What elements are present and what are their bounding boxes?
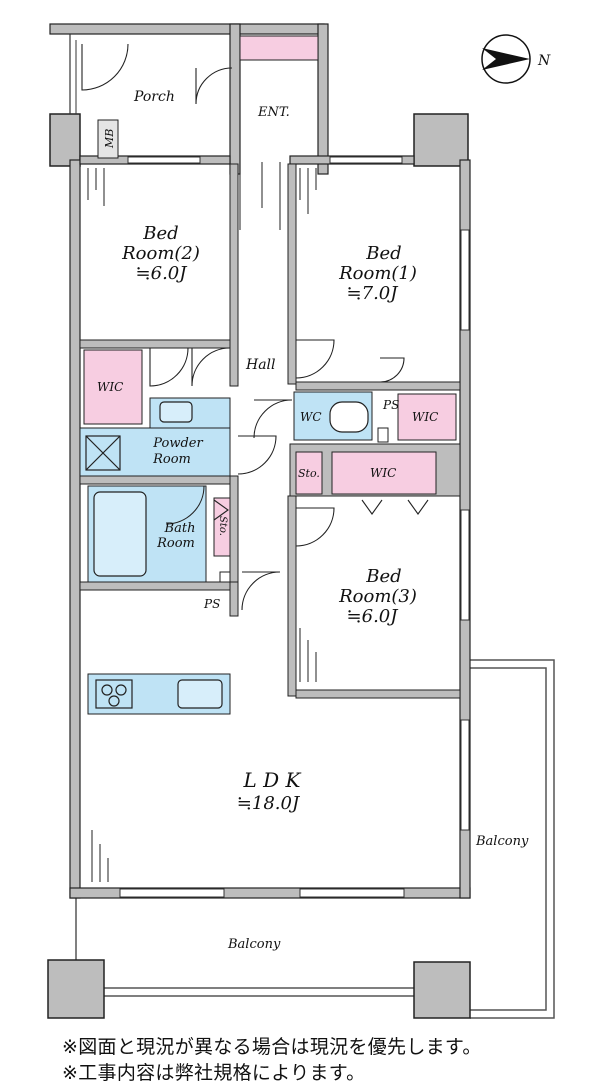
closet-marks	[87, 162, 317, 882]
bed1-size: ≒7.0J	[347, 283, 400, 304]
sto-upper-label: Sto.	[298, 467, 320, 480]
balcony-railing	[75, 659, 555, 1019]
door-swings	[81, 43, 429, 611]
wic-left-label: WIC	[97, 380, 123, 394]
bed1-line1: Bed	[365, 243, 401, 264]
note-line-2: ※工事内容は弊社規格によります。	[62, 1062, 366, 1084]
column-bottom-right	[413, 961, 471, 1019]
wc-label: WC	[300, 410, 322, 424]
porch-walls	[49, 23, 329, 175]
column-bottom-left	[47, 959, 105, 1019]
bed2-size: ≒6.0J	[136, 263, 189, 284]
bed2-line1: Bed	[142, 223, 178, 244]
bed3-line2: Room(3)	[338, 586, 417, 607]
storage-zones	[83, 35, 457, 557]
fixtures	[85, 401, 369, 709]
pipe-space-upper	[377, 427, 389, 443]
bath-line1: Bath	[164, 521, 196, 536]
bed2-line2: Room(2)	[121, 243, 200, 264]
meter-box	[97, 119, 119, 159]
column-top-right	[413, 113, 469, 167]
water-zones	[79, 391, 373, 715]
balcony-side-label: Balcony	[475, 834, 529, 849]
bed3-size: ≒6.0J	[347, 606, 400, 627]
ldk-size: ≒18.0J	[237, 793, 301, 814]
column-top-left	[49, 113, 81, 167]
entrance-label: ENT.	[257, 105, 290, 120]
porch-label: Porch	[133, 89, 175, 105]
hall-label: Hall	[245, 357, 276, 373]
compass-icon	[481, 34, 531, 84]
sto-lower-label: Sto.	[217, 516, 228, 536]
wic-right-label: WIC	[412, 410, 438, 424]
wic-mid-label: WIC	[370, 466, 396, 480]
windows	[119, 156, 470, 898]
bed3-line1: Bed	[365, 566, 401, 587]
ps-upper-label: PS	[382, 398, 399, 412]
pipe-space-lower	[219, 571, 231, 583]
compass-north-label: N	[537, 53, 551, 69]
mb-label: MB	[103, 129, 116, 149]
bath-line2: Room	[156, 536, 195, 551]
ps-lower-label: PS	[203, 597, 220, 611]
balcony-bottom-label: Balcony	[227, 937, 281, 952]
powder-line2: Room	[152, 452, 191, 467]
bed1-line2: Room(1)	[338, 263, 417, 284]
ldk-name: L D K	[243, 768, 302, 792]
powder-line1: Powder	[152, 436, 203, 451]
note-line-1: ※図面と現況が異なる場合は現況を優先します。	[62, 1036, 482, 1058]
